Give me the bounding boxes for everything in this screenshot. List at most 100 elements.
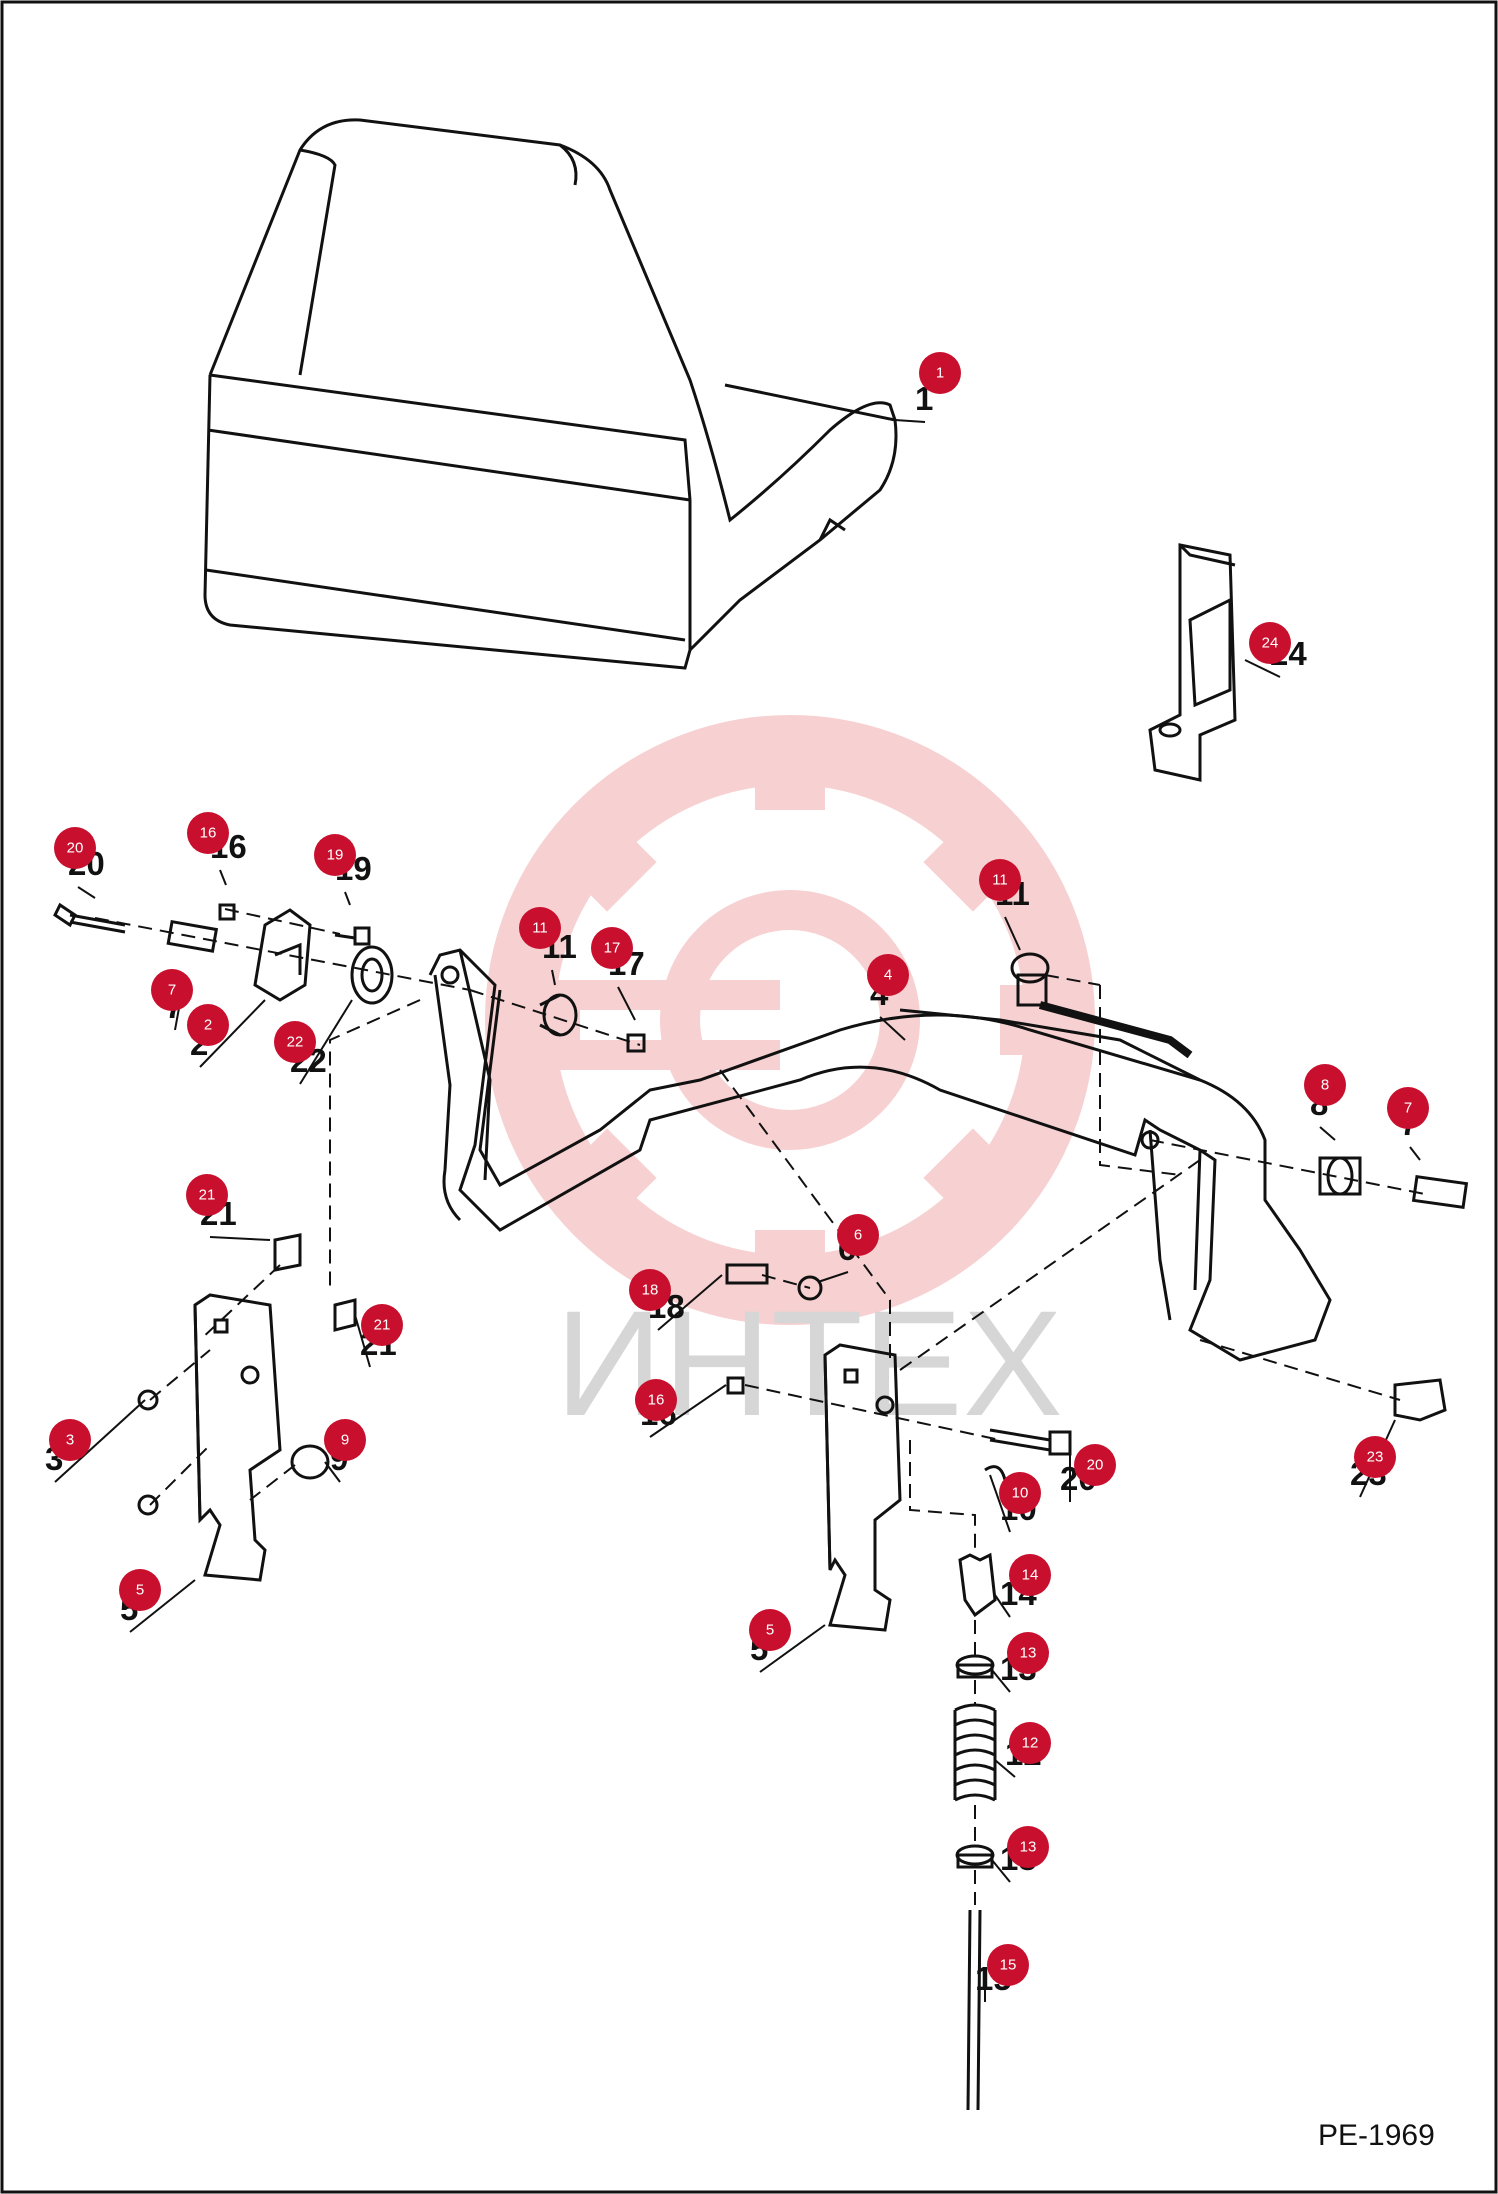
- part-badge-icon[interactable]: [1007, 1632, 1049, 1674]
- part-badge-icon[interactable]: [1009, 1722, 1051, 1764]
- leader-line: [299, 999, 353, 1085]
- leader-line: [344, 891, 351, 906]
- part-badge-icon[interactable]: [999, 1472, 1041, 1514]
- part-badge-number: 13: [1020, 1839, 1037, 1856]
- hardware-parts: [53, 902, 1469, 2111]
- leader-line: [129, 1579, 196, 1633]
- part-badge-icon[interactable]: [519, 907, 561, 949]
- leader-line: [209, 1236, 271, 1241]
- part-badge-icon[interactable]: [1387, 1087, 1429, 1129]
- part-badge-number: 20: [67, 840, 84, 857]
- assembly-lines: [94, 908, 1431, 1905]
- leader-line: [354, 1314, 371, 1368]
- watermark-gear-icon: [485, 715, 1095, 1325]
- leader-line: [759, 1624, 826, 1673]
- callout-4: 44: [867, 954, 909, 1041]
- leader-line: [324, 1461, 341, 1483]
- part-badge-number: 7: [168, 982, 176, 999]
- part-badge-icon[interactable]: [1009, 1554, 1051, 1596]
- part-badge-number: 2: [204, 1017, 212, 1034]
- leader-line: [54, 1399, 146, 1483]
- part-badge-icon[interactable]: [867, 954, 909, 996]
- leader-line: [219, 869, 227, 886]
- part-badge-icon[interactable]: [987, 1944, 1029, 1986]
- drawing-reference: PE-1969: [1318, 2119, 1435, 2152]
- leader-line: [199, 999, 266, 1068]
- part-badge-icon[interactable]: [1074, 1444, 1116, 1486]
- bracket-24: [1148, 543, 1237, 782]
- leader-line: [649, 1384, 727, 1438]
- callout-9: 99: [324, 1419, 366, 1483]
- part-badge-number: 18: [642, 1282, 659, 1299]
- part-badge-number: 15: [1000, 1957, 1017, 1974]
- part-badge-number: 1: [936, 365, 944, 382]
- callout-6: 66: [817, 1214, 879, 1283]
- part-badge-number: 11: [992, 872, 1008, 889]
- part-badge-icon[interactable]: [119, 1569, 161, 1611]
- leader-line: [1409, 1146, 1421, 1161]
- leader-line: [551, 969, 556, 986]
- part-badge-icon[interactable]: [187, 1004, 229, 1046]
- part-badge-number: 9: [341, 1432, 349, 1449]
- callout-12: 1212: [994, 1722, 1051, 1778]
- part-badge-number: 21: [374, 1317, 391, 1334]
- mount-bracket-right: [823, 1343, 902, 1632]
- part-badge-icon[interactable]: [49, 1419, 91, 1461]
- part-badge-icon[interactable]: [979, 859, 1021, 901]
- part-badge-icon[interactable]: [591, 927, 633, 969]
- part-badge-number: 12: [1022, 1735, 1039, 1752]
- part-badge-icon[interactable]: [919, 352, 961, 394]
- part-badge-icon[interactable]: [274, 1021, 316, 1063]
- part-badge-icon[interactable]: [314, 834, 356, 876]
- part-badge-icon[interactable]: [837, 1214, 879, 1256]
- callout-13: 1313: [991, 1632, 1049, 1693]
- leader-line: [1244, 659, 1281, 678]
- part-badge-icon[interactable]: [54, 827, 96, 869]
- part-badge-icon[interactable]: [151, 969, 193, 1011]
- callout-2: 22: [187, 999, 266, 1068]
- leader-line: [991, 1669, 1011, 1693]
- callout-10: 1010: [989, 1472, 1041, 1533]
- leader-line: [991, 1859, 1011, 1883]
- part-badge-icon[interactable]: [1354, 1436, 1396, 1478]
- part-badge-icon[interactable]: [1007, 1826, 1049, 1868]
- part-badge-icon[interactable]: [361, 1304, 403, 1346]
- mount-bracket-left: [193, 1293, 282, 1582]
- leader-line: [817, 1271, 849, 1283]
- callout-7: 77: [151, 969, 193, 1031]
- callout-23: 2323: [1350, 1419, 1396, 1498]
- part-badge-number: 7: [1404, 1100, 1412, 1117]
- part-badge-icon[interactable]: [1249, 622, 1291, 664]
- part-badge-icon[interactable]: [629, 1269, 671, 1311]
- part-badge-icon[interactable]: [635, 1379, 677, 1421]
- part-badge-icon[interactable]: [1304, 1064, 1346, 1106]
- callout-1: 11: [894, 352, 961, 423]
- part-badge-icon[interactable]: [749, 1609, 791, 1651]
- part-badge-number: 19: [327, 847, 344, 864]
- part-badge-icon[interactable]: [187, 812, 229, 854]
- part-badge-number: 13: [1020, 1645, 1037, 1662]
- part-badge-icon[interactable]: [186, 1174, 228, 1216]
- part-badge-number: 6: [854, 1227, 862, 1244]
- callouts: 1124242020161619191111171711114477222222…: [45, 352, 1429, 2002]
- part-badge-number: 21: [199, 1187, 216, 1204]
- seat-bar: [428, 948, 1332, 1362]
- watermark-text: ИНТЕХ: [555, 1279, 1063, 1447]
- part-badge-number: 24: [1262, 635, 1279, 652]
- callout-5: 55: [119, 1569, 196, 1633]
- part-badge-number: 5: [766, 1622, 774, 1639]
- part-badge-icon[interactable]: [324, 1419, 366, 1461]
- part-badge-number: 11: [532, 920, 548, 937]
